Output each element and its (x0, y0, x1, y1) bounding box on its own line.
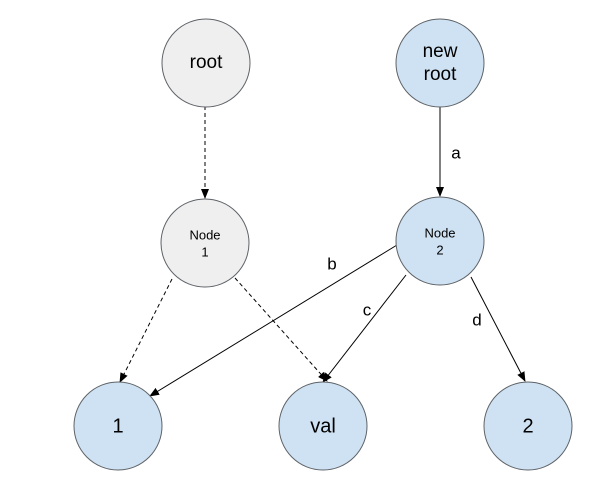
edge-node1-to-val (234, 277, 328, 382)
node-node1-label-line1: Node (189, 227, 220, 242)
node-node1: Node 1 (160, 198, 250, 288)
node-root: root (161, 18, 251, 108)
edge-label-a: a (451, 143, 461, 162)
node-leaf-1: 1 (73, 381, 163, 471)
node-val: val (278, 381, 368, 471)
node-leaf-2: 2 (483, 381, 573, 471)
edge-node1-to-leaf1 (119, 278, 173, 383)
edge-label-d: d (472, 310, 481, 329)
edge-b-node2-to-leaf1 (149, 244, 398, 397)
node-node2-label-line2: 2 (436, 242, 443, 257)
edge-d-node2-to-leaf2 (470, 276, 526, 382)
edge-label-b: b (327, 254, 336, 273)
node-leaf-2-label: 2 (522, 415, 533, 437)
node-node2-label-line1: Node (424, 225, 455, 240)
node-node1-label-line2: 1 (201, 244, 208, 259)
node-new-root-label-line2: root (424, 64, 457, 85)
node-new-root: new root (395, 18, 485, 108)
node-new-root-label-line1: new (423, 41, 458, 62)
edge-label-c: c (363, 300, 372, 319)
node-val-label: val (310, 415, 336, 437)
node-leaf-1-label: 1 (112, 415, 123, 437)
node-root-label: root (190, 52, 223, 73)
edge-c-node2-to-val (322, 274, 407, 383)
node-node2: Node 2 (395, 196, 485, 286)
